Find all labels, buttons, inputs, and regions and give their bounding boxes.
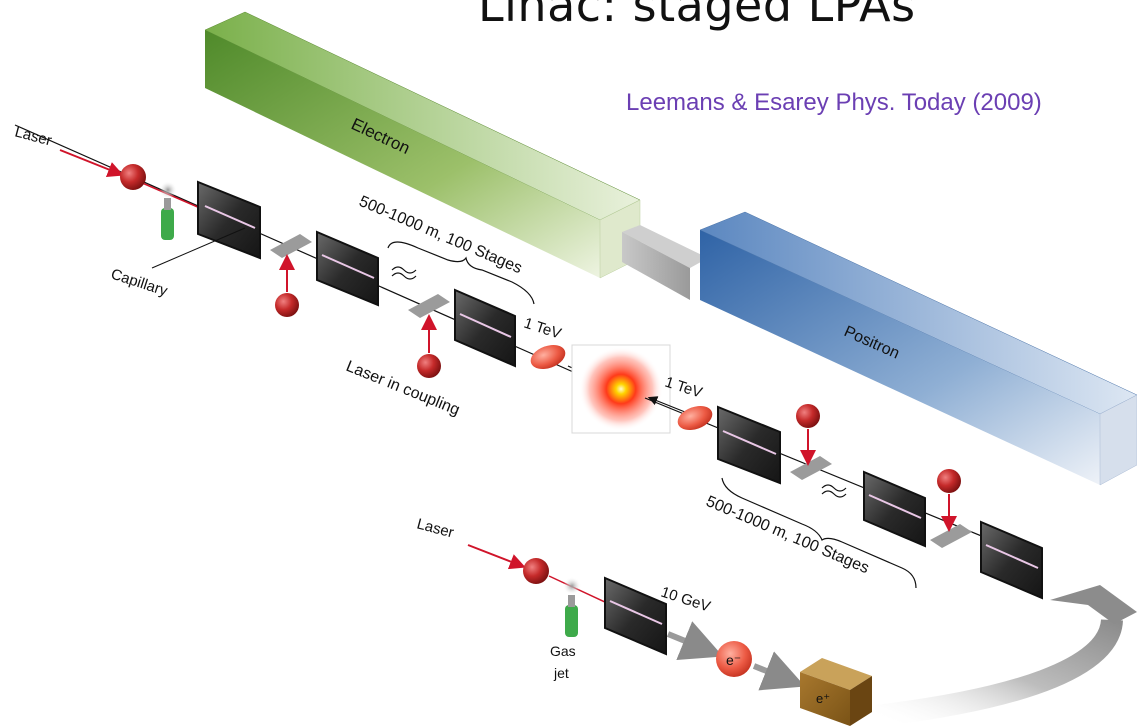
plasma-stage-panel (980, 520, 1043, 600)
plasma-stage-panel (717, 405, 781, 485)
laser-arrow (59, 149, 124, 177)
transport-arc-arrowhead (1050, 585, 1137, 624)
tev-label-left: 1 TeV (522, 315, 563, 343)
gas-bottle-icon (161, 208, 174, 240)
positron-target-box: e⁺ (800, 658, 872, 726)
stages-label-bottom: 500-1000 m, 100 Stages (703, 493, 871, 577)
coupling-mirror (408, 294, 450, 318)
laser-in-coupling-label: Laser in coupling (344, 358, 463, 419)
collision-point (571, 344, 671, 434)
citation: Leemans & Esarey Phys. Today (2009) (626, 89, 1042, 116)
laser-label-bottom: Laser (415, 515, 456, 541)
laser-source-ball (523, 558, 549, 584)
beamline-break (821, 484, 847, 498)
plasma-stage-panel (197, 180, 261, 260)
electron-linac-block: Electron (204, 11, 641, 279)
plasma-stage-panel (454, 288, 516, 368)
transport-arc (874, 618, 1123, 727)
plasma-stage-panel (863, 470, 926, 548)
gas-jet-bottle-icon (565, 605, 578, 637)
coupling-mirror (790, 456, 832, 480)
jet-label: jet (553, 665, 569, 681)
stages-brace-bottom (721, 477, 917, 589)
coupling-laser-ball (417, 354, 441, 378)
slide-title: Linac: staged LPAs (478, 0, 916, 32)
electron-particle (716, 641, 752, 677)
e-minus-label: e⁻ (726, 652, 741, 668)
coupling-laser-ball (275, 293, 299, 317)
block-connector-top (622, 225, 708, 268)
stages-brace-top (387, 241, 535, 305)
plasma-stage-panel (316, 230, 379, 307)
coupling-mirror (270, 234, 312, 258)
beamline-break (391, 266, 417, 280)
positron-linac-block: Positron (699, 211, 1137, 486)
laser-label-top: Laser (13, 123, 54, 149)
coupling-laser-ball (796, 404, 820, 428)
plasma-stage-panel (604, 576, 667, 656)
electron-bunch (530, 344, 566, 370)
block-connector (622, 232, 690, 300)
gas-label: Gas (550, 643, 576, 659)
laser-source-ball (120, 164, 146, 190)
coupling-laser-ball (937, 469, 961, 493)
e-plus-label: e⁺ (816, 691, 830, 706)
capillary-label: Capillary (109, 266, 170, 300)
positron-bunch (677, 405, 713, 431)
coupling-mirror (930, 524, 972, 548)
